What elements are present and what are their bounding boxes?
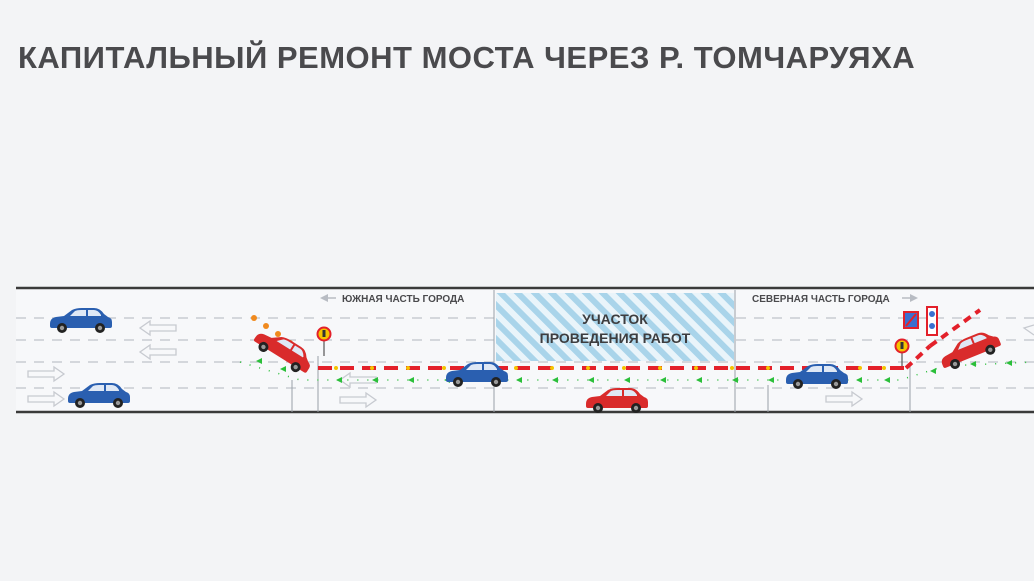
direction-north-label: СЕВЕРНАЯ ЧАСТЬ ГОРОДА — [752, 294, 890, 305]
work-zone-line1: УЧАСТОК — [582, 311, 648, 327]
lane-arrow-icon — [1022, 324, 1034, 336]
lane-arrow-icon — [338, 371, 377, 389]
work-zone: УЧАСТОК ПРОВЕДЕНИЯ РАБОТ — [496, 293, 734, 361]
traffic-light-icon — [903, 306, 938, 336]
road-sign-icon — [316, 326, 332, 356]
lane-arrow-icon — [138, 319, 177, 337]
section-lines — [291, 290, 911, 412]
lane-arrow-icon — [339, 391, 378, 409]
lane-arrow-icon — [27, 365, 66, 383]
direction-south: ЮЖНАЯ ЧАСТЬ ГОРОДА — [320, 294, 464, 305]
work-zone-line2: ПРОВЕДЕНИЯ РАБОТ — [540, 330, 691, 346]
lane-arrow-icon — [825, 390, 864, 408]
road-sign-icon — [894, 338, 910, 366]
lane-arrows — [27, 319, 1034, 409]
page-title: КАПИТАЛЬНЫЙ РЕМОНТ МОСТА ЧЕРЕЗ Р. ТОМЧАР… — [18, 40, 916, 75]
lane-arrow-icon — [138, 343, 177, 361]
direction-north: СЕВЕРНАЯ ЧАСТЬ ГОРОДА — [752, 294, 918, 305]
direction-south-label: ЮЖНАЯ ЧАСТЬ ГОРОДА — [342, 294, 464, 305]
lane-arrow-icon — [27, 390, 66, 408]
